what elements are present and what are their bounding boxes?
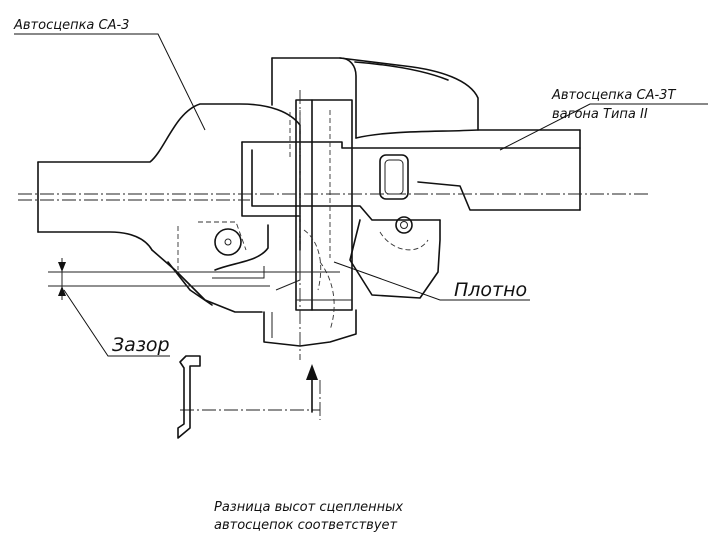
gap-bracket-symbol [177, 355, 201, 439]
right-coupler-sa3t [241, 57, 581, 299]
gap-dimension [48, 258, 340, 357]
label-coupler-sa3t: Автосцепка СА-3Т [551, 88, 676, 103]
label-coupler-sa3: Автосцепка СА-3 [13, 18, 129, 33]
view-arrow [306, 364, 318, 413]
leader-lines [14, 33, 708, 301]
left-coupler-sa3 [37, 103, 301, 313]
coupler-heads [263, 99, 357, 347]
center-lines [18, 90, 650, 420]
caption-line-1: Разница высот сцепленных [214, 500, 403, 515]
caption-line-2: автосцепок соответствует [214, 518, 398, 533]
label-gap: Зазор [112, 334, 170, 356]
label-tight: Плотно [454, 279, 527, 301]
label-wagon-type: вагона Типа II [552, 107, 648, 122]
